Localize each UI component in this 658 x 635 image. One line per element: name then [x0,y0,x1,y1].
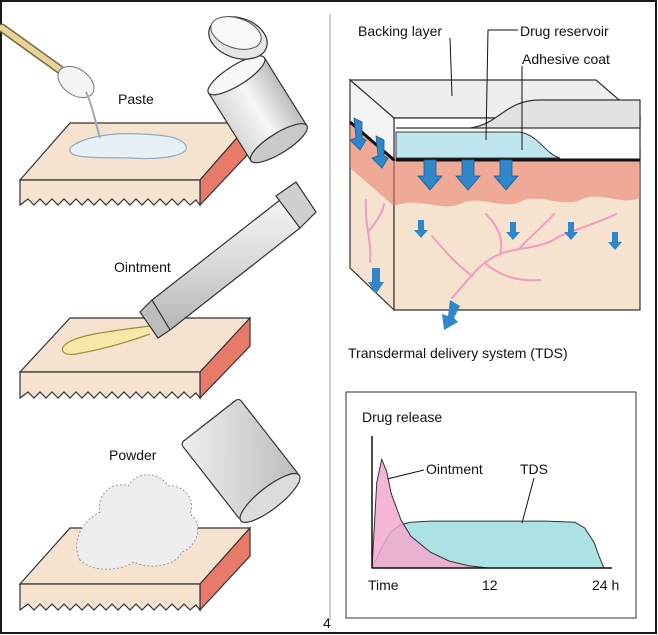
ointment-label-leader [387,469,425,480]
tds-backing-layer [396,99,641,129]
drug-release-chart: Drug release Time 12 24 h Ointment TDS [345,391,637,619]
tds-epidermis [394,150,640,207]
ointment-label: Ointment [114,259,171,275]
chart-x-ticks: Time 12 24 h [368,577,619,593]
backing-layer-leader [449,37,453,97]
paste-jar-rim [207,55,266,96]
vessel [559,213,617,237]
paste-skin-front [19,179,201,207]
ointment-tube-crimp [275,181,317,229]
release-arrow [371,135,389,169]
x-tick-label: 24 h [592,577,619,593]
tds-drug-reservoir [395,131,561,159]
powder-illustration: Powder [18,398,301,612]
vessel [485,263,541,282]
diffusion-arrow [368,268,384,294]
x-tick-label: 12 [482,577,498,593]
paste-blob [69,133,187,160]
tds-illustration: Backing layer Drug reservoir Adhesive co… [348,23,642,361]
ointment-tube-nozzle [139,299,171,339]
page-number: 4 [323,615,331,631]
backing-layer-label: Backing layer [358,23,442,39]
chart-ylabel: Drug release [362,409,442,425]
paste-jar-lid-top [210,16,262,50]
paste-label: Paste [118,91,154,107]
diffusion-arrow [442,300,460,330]
series-area-ointment [371,457,489,569]
release-arrow [493,159,519,191]
ointment-ribbon [61,325,151,355]
release-arrow [417,159,443,191]
cotton-tip [57,65,95,99]
vessel [431,235,473,277]
diffusion-arrow [608,232,622,250]
release-arrow [349,117,367,151]
powder-label: Powder [109,447,157,463]
chart-series-labels: Ointment TDS [387,461,548,524]
drug-reservoir-label: Drug reservoir [520,23,609,39]
tds-diffusion-arrows [368,220,622,330]
ointment-tube [151,199,301,331]
diffusion-arrow [506,222,520,240]
series-label-tds: TDS [520,461,548,477]
tds-blood-vessels [364,199,617,299]
vessel [485,213,503,255]
powder-cloud [76,474,199,570]
tds-label-leader [521,477,535,524]
ointment-illustration: Ointment [18,181,317,400]
chart-series-group [371,457,605,569]
powder-shaker-lid [239,472,301,523]
paste-drip [85,91,101,139]
vessel [519,213,555,249]
tds-release-arrows [349,117,519,191]
vessel [367,203,385,233]
series-label-ointment: Ointment [426,461,483,477]
adhesive-coat-label: Adhesive coat [522,51,610,67]
x-tick-label: Time [368,577,399,593]
paste-jar-base [249,123,308,164]
tds-caption: Transdermal delivery system (TDS) [348,345,568,361]
paste-stick-core [0,25,69,77]
powder-skin-front [19,583,201,612]
paste-illustration: Paste [0,16,308,207]
diffusion-arrow [564,222,578,240]
release-arrow [455,159,481,191]
diffusion-arrow [414,220,428,238]
drug-reservoir-leader [485,29,518,141]
ointment-skin-front [19,371,201,400]
